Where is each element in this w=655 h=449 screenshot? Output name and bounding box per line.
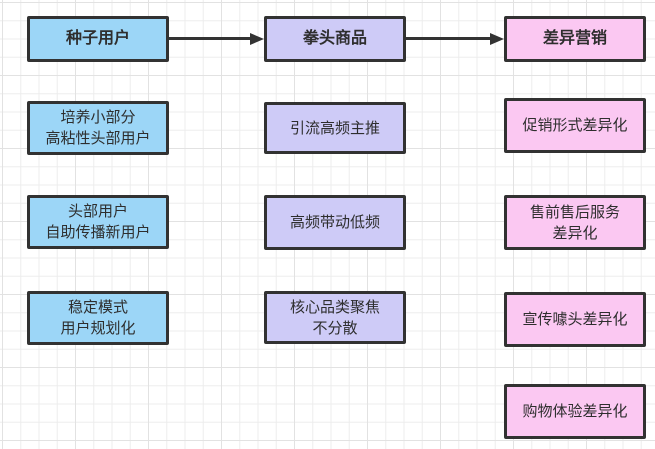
node-diff-marketing-item-3[interactable]: 宣传噱头差异化 <box>504 292 646 347</box>
node-seed-users-item-2[interactable]: 头部用户 自助传播新用户 <box>27 195 169 249</box>
node-diff-marketing-item-1[interactable]: 促销形式差异化 <box>504 98 646 153</box>
node-seed-users-item-1[interactable]: 培养小部分 高粘性头部用户 <box>27 101 169 155</box>
node-flagship-products-item-2[interactable]: 高频带动低频 <box>264 195 406 250</box>
node-flagship-products-header[interactable]: 拳头商品 <box>264 16 406 62</box>
arrowhead-right-icon <box>250 32 264 45</box>
node-flagship-products-item-3[interactable]: 核心品类聚焦 不分散 <box>264 291 406 344</box>
arrowhead-right-icon <box>490 32 504 45</box>
node-diff-marketing-item-2[interactable]: 售前售后服务 差异化 <box>504 195 646 250</box>
connector-flagship-to-marketing[interactable] <box>406 32 504 45</box>
connector-seed-to-flagship[interactable] <box>169 32 264 45</box>
node-seed-users-header[interactable]: 种子用户 <box>27 16 169 62</box>
node-diff-marketing-header[interactable]: 差异营销 <box>504 16 646 62</box>
node-diff-marketing-item-4[interactable]: 购物体验差异化 <box>504 384 646 439</box>
node-flagship-products-item-1[interactable]: 引流高频主推 <box>264 102 406 154</box>
node-seed-users-item-3[interactable]: 稳定模式 用户规划化 <box>27 291 169 345</box>
